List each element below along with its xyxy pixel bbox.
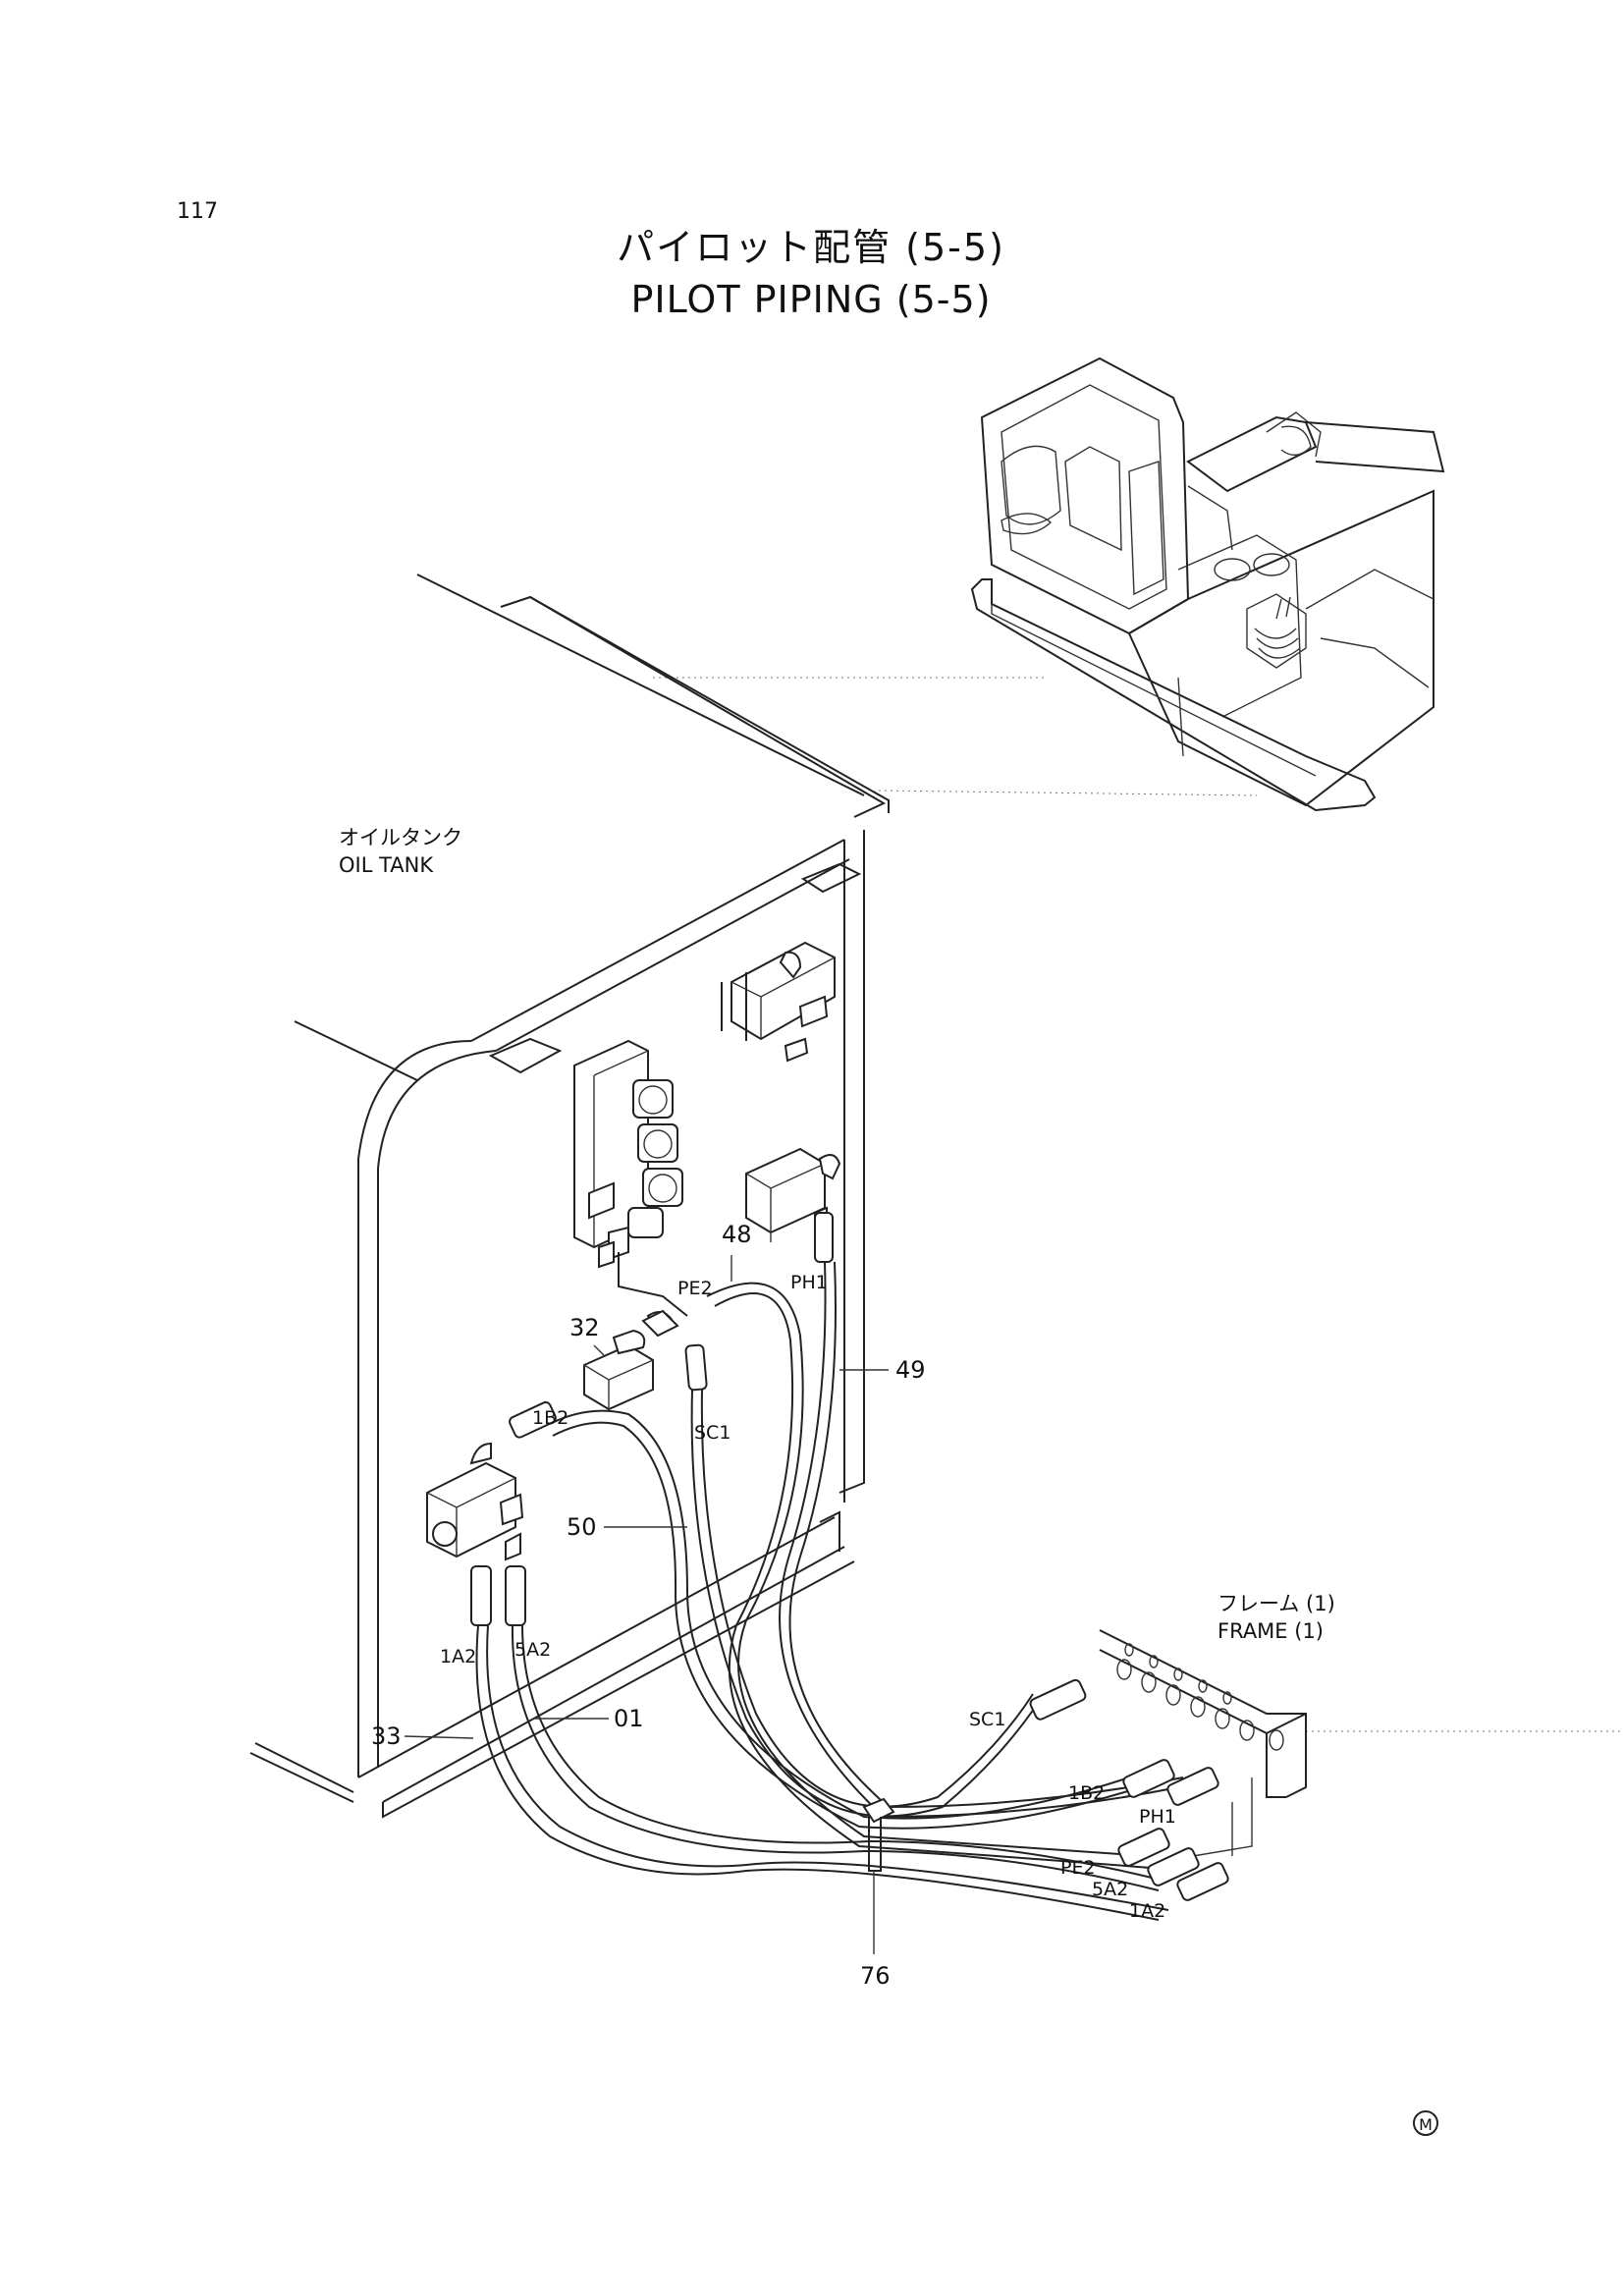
oil-tank (249, 574, 890, 1819)
callout-33: 33 (371, 1722, 402, 1750)
port-ph1-top: PH1 (790, 1272, 828, 1293)
port-1b2-frame: 1B2 (1068, 1782, 1105, 1804)
port-5a2-left: 5A2 (514, 1639, 551, 1661)
solenoid-block-upper (721, 941, 836, 1063)
port-1a2-left: 1A2 (440, 1646, 476, 1667)
manufacturer-mark: M (1413, 2110, 1438, 2136)
svg-text:M: M (1419, 2115, 1433, 2134)
valve-block-lower (426, 1400, 557, 1626)
leader-dotted-2 (878, 790, 1258, 796)
oil-tank-label-jp: オイルタンク (339, 826, 462, 849)
port-pe2-top: PE2 (677, 1278, 713, 1299)
oil-tank-label-en: OIL TANK (339, 853, 434, 877)
callout-01: 01 (614, 1705, 644, 1732)
port-sc1-frame: SC1 (969, 1709, 1005, 1730)
frame-bracket (1099, 1629, 1307, 1857)
callout-50: 50 (567, 1513, 597, 1541)
callout-leaders (404, 1255, 889, 1954)
fittings-upper (641, 1212, 834, 1392)
port-1b2-top: 1B2 (532, 1407, 568, 1429)
port-sc1-top: SC1 (694, 1422, 730, 1444)
callout-76: 76 (860, 1962, 891, 1990)
page-number: 117 (177, 199, 218, 224)
port-ph1-frame: PH1 (1139, 1806, 1176, 1828)
solenoid-block-middle (745, 1147, 841, 1259)
port-pe2-frame: PE2 (1060, 1857, 1096, 1879)
port-1a2-frame: 1A2 (1129, 1900, 1165, 1922)
callout-49: 49 (895, 1356, 926, 1384)
title-japanese: パイロット配管 (5-5) (617, 226, 1005, 269)
frame-label-jp: フレーム (1) (1217, 1592, 1335, 1615)
excavator-inset (970, 356, 1445, 812)
callout-48: 48 (722, 1221, 752, 1248)
title-english: PILOT PIPING (5-5) (630, 278, 991, 321)
frame-fittings (1029, 1678, 1229, 1901)
hose-clamp-76 (862, 1797, 895, 1872)
manifold-bank (573, 1039, 683, 1269)
frame-label-en: FRAME (1) (1217, 1619, 1324, 1643)
callout-32: 32 (569, 1314, 600, 1341)
hose-bundle (475, 1252, 1184, 1921)
port-5a2-frame: 5A2 (1092, 1879, 1128, 1900)
